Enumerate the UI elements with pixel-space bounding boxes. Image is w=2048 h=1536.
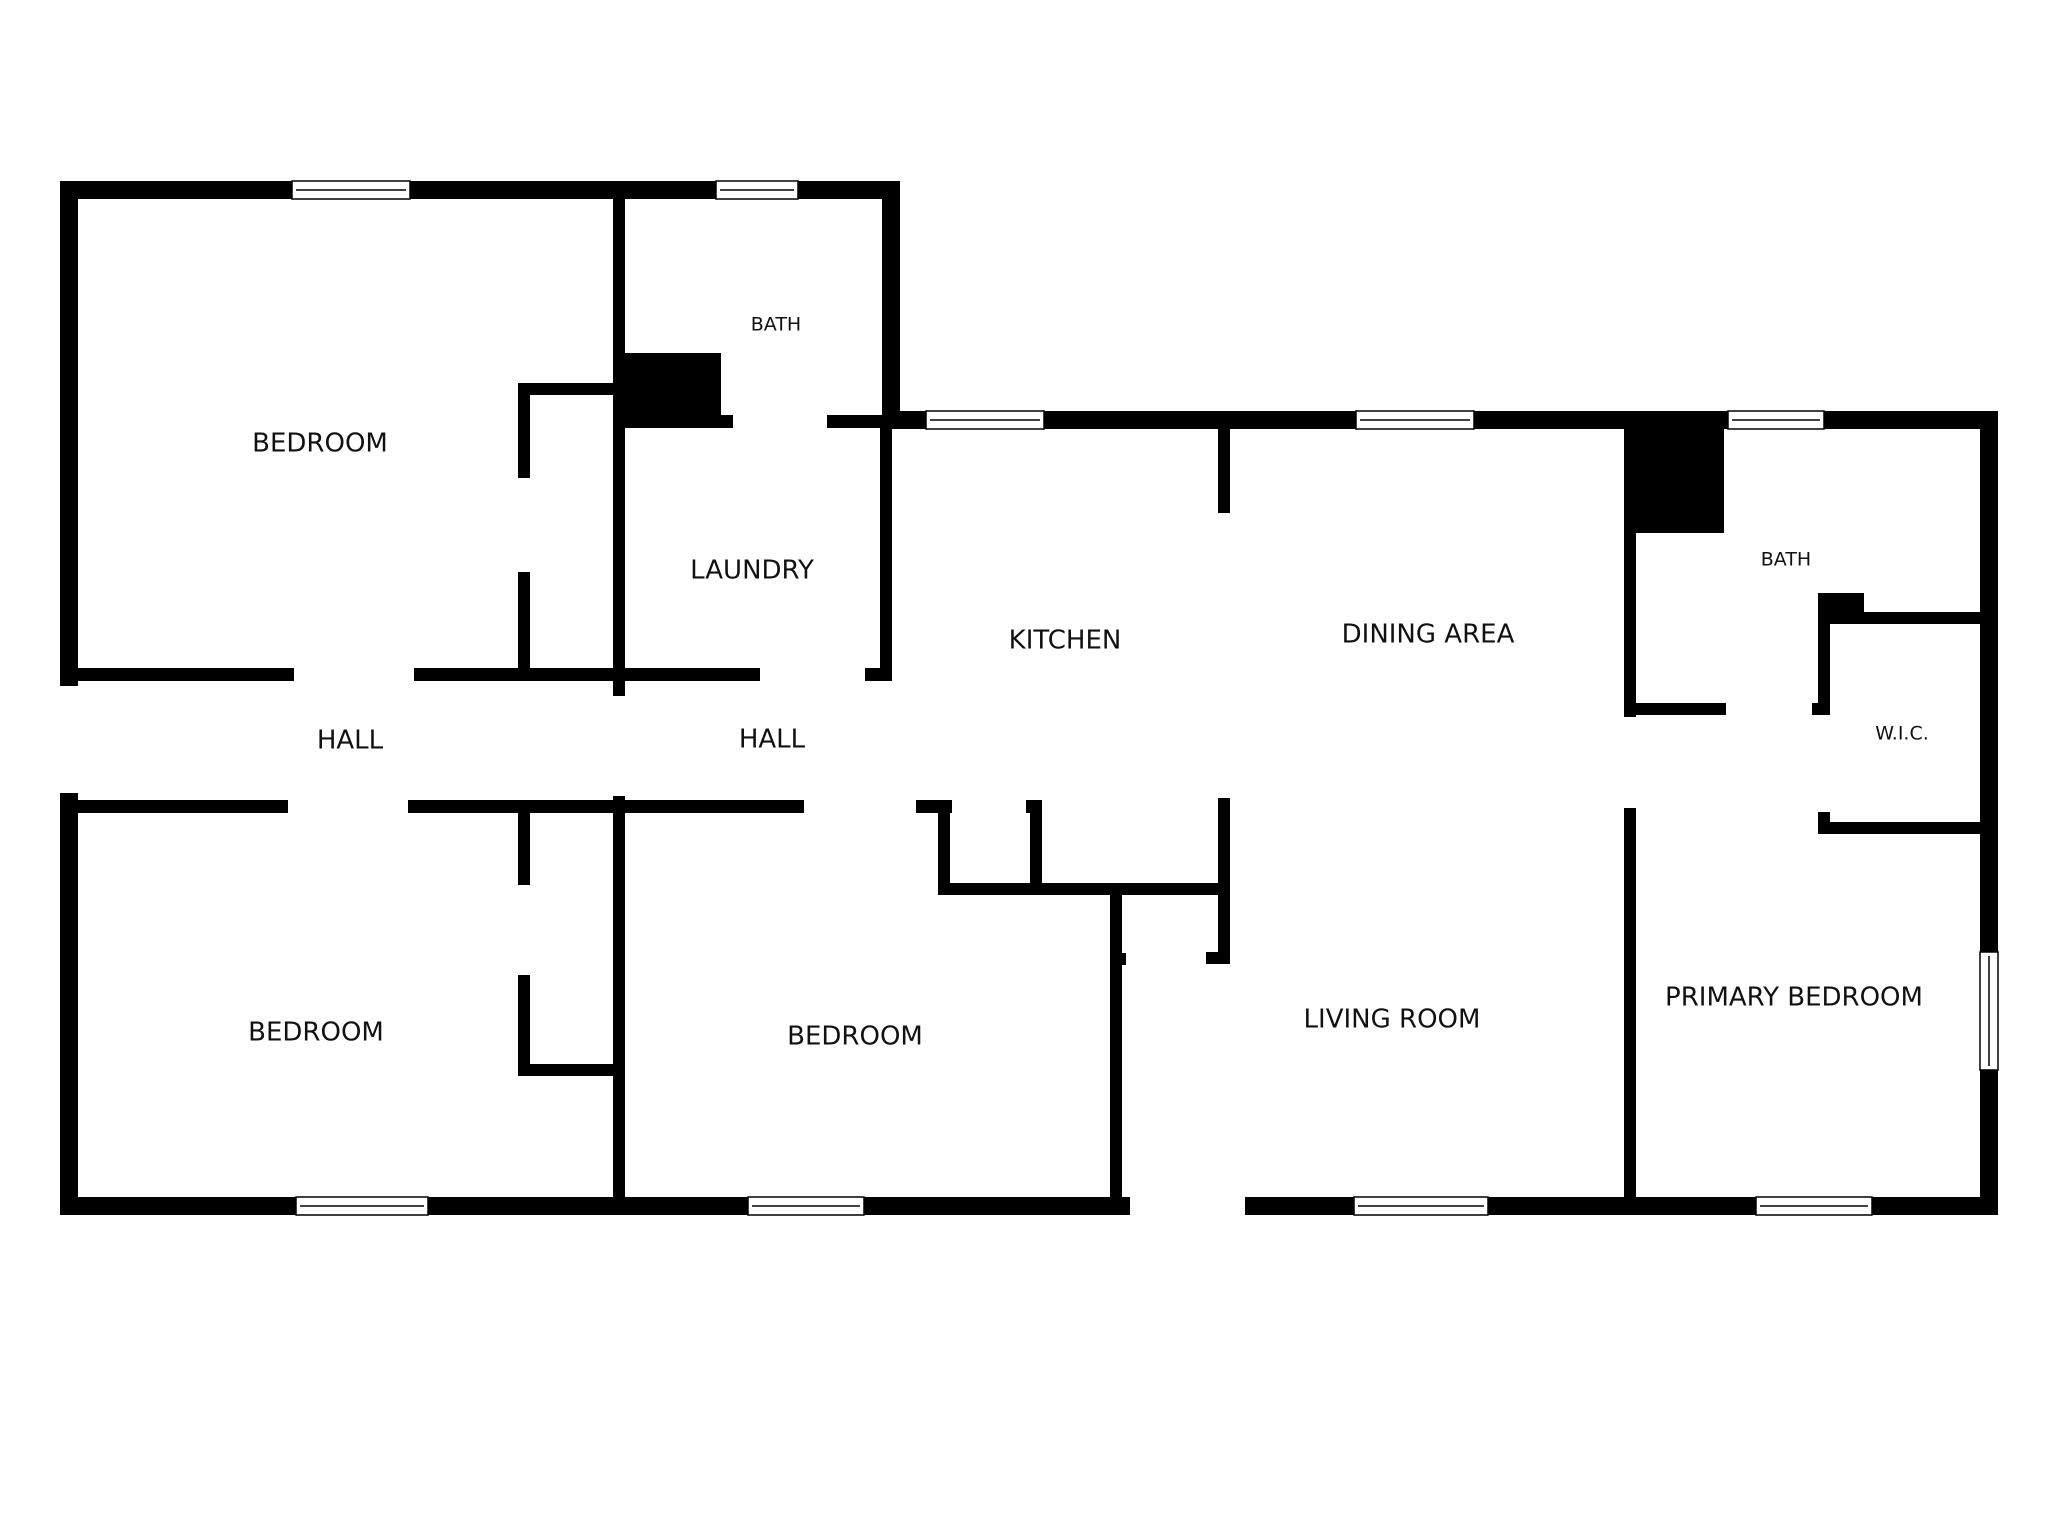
door-bedroom-bottom-middle	[804, 800, 916, 813]
window	[925, 410, 1045, 430]
wall-bottom-closet-bottom	[518, 1064, 624, 1076]
door-closet-top-left	[518, 478, 530, 572]
walls	[60, 181, 1998, 1215]
room-label-bath-right: BATH	[1761, 549, 1811, 571]
room-label-hall-right: HALL	[739, 725, 806, 755]
wall-kitchen-stub-bottom	[1218, 798, 1230, 963]
room-label-dining-area: DINING AREA	[1342, 620, 1515, 650]
wall-hall-top-left	[60, 668, 892, 681]
wall-bottom-left	[60, 1197, 1130, 1215]
door-bath-top	[733, 415, 827, 428]
door-hall-left-end	[60, 686, 78, 793]
wall-wic-left	[1818, 593, 1830, 715]
door-bath-right	[1726, 703, 1812, 715]
door-small-closet	[952, 800, 1026, 813]
door-bedroom-bottom-left	[288, 800, 408, 813]
wall-wic-bottom	[1818, 822, 1990, 834]
room-label-bedroom-bottom-middle: BEDROOM	[787, 1022, 923, 1052]
window	[291, 180, 411, 200]
room-label-hall-left: HALL	[317, 726, 384, 756]
wall-small-closet-right	[1030, 800, 1042, 895]
room-label-bedroom-bottom-left: BEDROOM	[248, 1018, 384, 1048]
wall-right-exterior	[1980, 411, 1998, 1215]
room-label-living-room: LIVING ROOM	[1304, 1005, 1481, 1035]
door-bottom-closet	[518, 885, 530, 975]
room-label-wic: W.I.C.	[1875, 723, 1929, 745]
fixture-bath-right	[1624, 411, 1724, 533]
wall-kitchen-stub-top	[1218, 425, 1230, 513]
wall-right-bath-exterior	[882, 181, 900, 421]
window	[1727, 410, 1825, 430]
opening-primary-hall	[1624, 717, 1636, 808]
wall-small-closet-left	[938, 805, 950, 895]
wall-bath-right-left	[1624, 411, 1636, 717]
wall-stub-small	[1110, 953, 1126, 965]
door-openings	[60, 415, 1830, 1215]
windows	[291, 180, 1999, 1216]
wall-bottom-bedroom-divider	[613, 805, 625, 1215]
wall-small-closet-bottom	[938, 883, 1228, 895]
door-laundry	[760, 668, 865, 681]
fixture-bath-top	[625, 353, 721, 421]
room-label-primary-bedroom: PRIMARY BEDROOM	[1665, 983, 1923, 1013]
window	[1355, 410, 1475, 430]
door-front-entry	[1130, 1197, 1245, 1215]
window	[1979, 951, 1999, 1071]
window	[295, 1196, 429, 1216]
room-label-bedroom-top-left: BEDROOM	[252, 429, 388, 459]
wall-bedroom-bath-divider	[613, 181, 625, 681]
room-labels: BEDROOM BATH LAUNDRY HALL HALL KITCHEN D…	[248, 314, 1929, 1052]
door-hall-divider	[613, 696, 625, 796]
wall-kitchen-stub-foot	[1206, 952, 1230, 964]
door-wic	[1818, 717, 1830, 812]
room-label-kitchen: KITCHEN	[1009, 626, 1122, 656]
window	[747, 1196, 865, 1216]
window	[1755, 1196, 1873, 1216]
window	[1353, 1196, 1489, 1216]
room-label-laundry: LAUNDRY	[690, 556, 814, 586]
wall-closet-top	[518, 383, 624, 395]
window	[715, 180, 799, 200]
wall-bedroom-living-divider	[1110, 888, 1122, 1215]
wall-wic-top	[1818, 612, 1990, 624]
door-bedroom-top-left	[294, 668, 414, 681]
wall-top-left-wing	[60, 181, 900, 199]
room-label-bath-top: BATH	[751, 314, 801, 336]
wall-living-primary-divider	[1624, 808, 1636, 1215]
wall-laundry-right	[880, 421, 892, 681]
